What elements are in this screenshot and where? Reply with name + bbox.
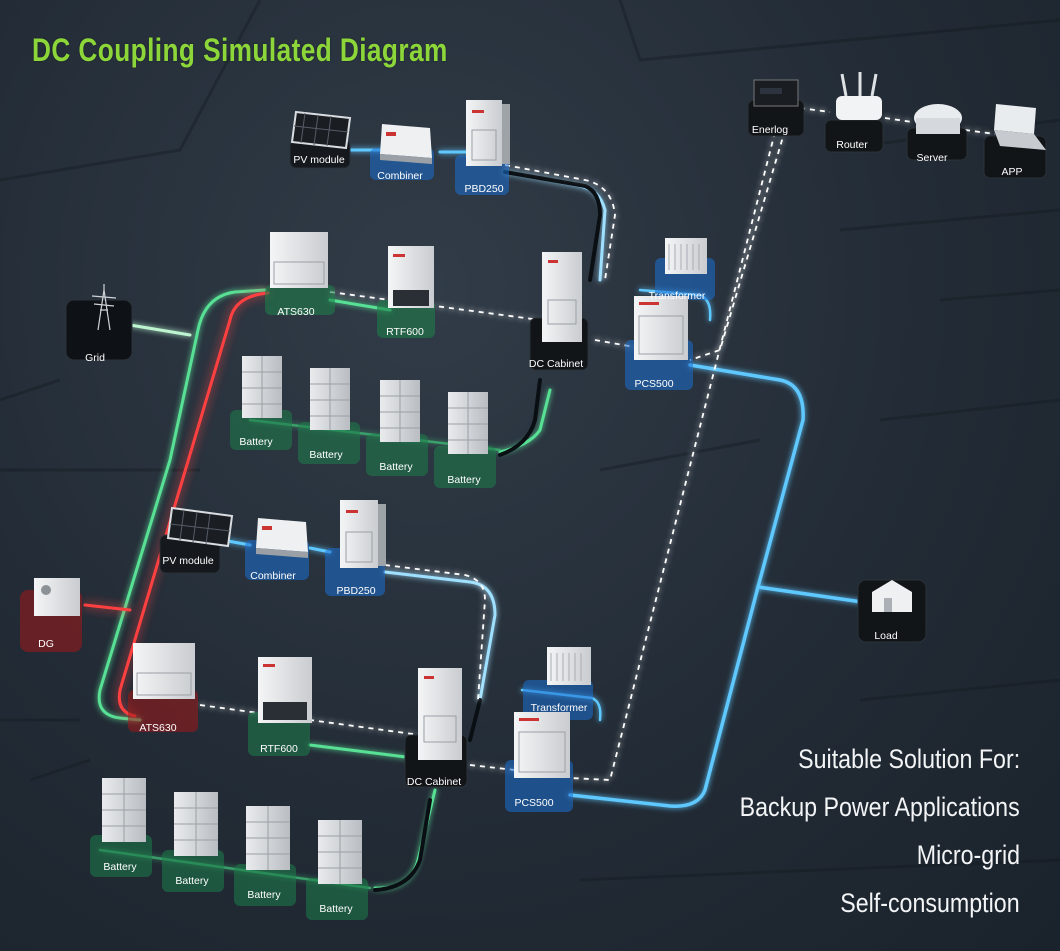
grid-tower-illustration <box>91 284 117 331</box>
comm-line-top-dc-pcs <box>594 339 641 349</box>
label-load: Load <box>874 630 898 642</box>
ac-line-grid <box>128 323 192 337</box>
rtf-bottom-illustration <box>258 657 312 723</box>
label-router: Router <box>836 139 868 151</box>
solutions-heading: Suitable Solution For: <box>797 744 1020 774</box>
dc-line-load-bottom <box>568 585 760 808</box>
dg-line <box>83 291 270 718</box>
pv-module-bottom-illustration <box>166 506 234 548</box>
label-pbd-top: PBD250 <box>464 183 504 195</box>
label-transformer-top: Transformer <box>648 290 706 302</box>
label-combiner-top: Combiner <box>377 170 423 182</box>
label-grid: Grid <box>85 352 105 364</box>
transformer-top-illustration <box>665 238 707 274</box>
label-pcs-bottom: PCS500 <box>514 797 554 809</box>
solution-item-microgrid: Micro-grid <box>916 840 1020 870</box>
solution-item-backup: Backup Power Applications <box>739 792 1020 822</box>
solution-item-self-consumption: Self-consumption <box>840 888 1020 918</box>
router-illustration <box>836 72 882 120</box>
label-battery-top-3: Battery <box>379 461 413 473</box>
label-enerlog: Enerlog <box>751 124 789 136</box>
label-battery-top-2: Battery <box>309 449 343 461</box>
label-battery-top-4: Battery <box>447 474 481 486</box>
transformer-bottom-illustration <box>547 647 591 685</box>
comm-line-monitor <box>799 107 996 135</box>
label-pv-module-bottom: PV module <box>162 555 214 567</box>
load-illustration <box>872 580 912 612</box>
combiner-bottom-illustration <box>256 518 308 558</box>
pcs-top-illustration <box>634 296 688 360</box>
label-dc-cabinet-top: DC Cabinet <box>528 358 584 370</box>
label-pbd-bottom: PBD250 <box>336 585 376 597</box>
label-battery-bottom-1: Battery <box>103 861 137 873</box>
comm-line-bottom-dc-pcs <box>469 764 516 771</box>
label-dg: DG <box>38 638 54 650</box>
label-pcs-top: PCS500 <box>634 378 674 390</box>
comm-line-enerlog-bottom <box>569 131 776 781</box>
label-battery-top-1: Battery <box>239 436 273 448</box>
pbd-bottom-illustration <box>340 500 386 568</box>
dg-illustration <box>34 578 80 616</box>
ats-top-illustration <box>270 232 328 288</box>
comm-line-bottom-pbd <box>384 564 486 701</box>
label-combiner-bottom: Combiner <box>250 570 296 582</box>
label-ats-bottom: ATS630 <box>139 722 177 734</box>
dc-cabinet-top-illustration <box>542 252 582 342</box>
battery-bottom-illustrations <box>102 778 362 884</box>
label-transformer-bottom: Transformer <box>530 702 588 714</box>
ac-line-bottom-battery <box>373 788 437 890</box>
combiner-top-illustration <box>380 124 432 164</box>
label-rtf-bottom: RTF600 <box>260 743 298 755</box>
label-ats-top: ATS630 <box>277 306 315 318</box>
label-pv-module-top: PV module <box>293 154 345 166</box>
dc-cabinet-bottom-illustration <box>418 668 462 760</box>
dc-line-top-pcs-load <box>688 363 864 604</box>
rtf-top-illustration <box>388 246 434 308</box>
comm-line-enerlog-top <box>689 129 786 361</box>
enerlog-illustration <box>753 79 799 107</box>
ats-bottom-illustration <box>133 643 195 699</box>
label-rtf-top: RTF600 <box>386 326 424 338</box>
dc-line-bottom-pbd <box>383 570 497 702</box>
label-app: APP <box>1001 166 1023 178</box>
comm-line-top-pbd <box>504 164 616 281</box>
ac-line-top-battery <box>498 388 552 454</box>
label-dc-cabinet-bottom: DC Cabinet <box>406 776 462 788</box>
label-battery-bottom-2: Battery <box>175 875 209 887</box>
label-battery-bottom-4: Battery <box>319 903 353 915</box>
label-server: Server <box>916 152 948 164</box>
diagram-title: DC Coupling Simulated Diagram <box>32 32 448 68</box>
pcs-bottom-illustration <box>514 712 570 778</box>
server-illustration <box>914 104 962 134</box>
battery-top-illustrations <box>242 356 488 454</box>
app-laptop-illustration <box>994 104 1046 150</box>
label-battery-bottom-3: Battery <box>247 889 281 901</box>
ac-line-green-loop <box>97 288 267 722</box>
pbd-top-illustration <box>466 100 510 166</box>
pv-module-top-illustration <box>290 110 352 150</box>
